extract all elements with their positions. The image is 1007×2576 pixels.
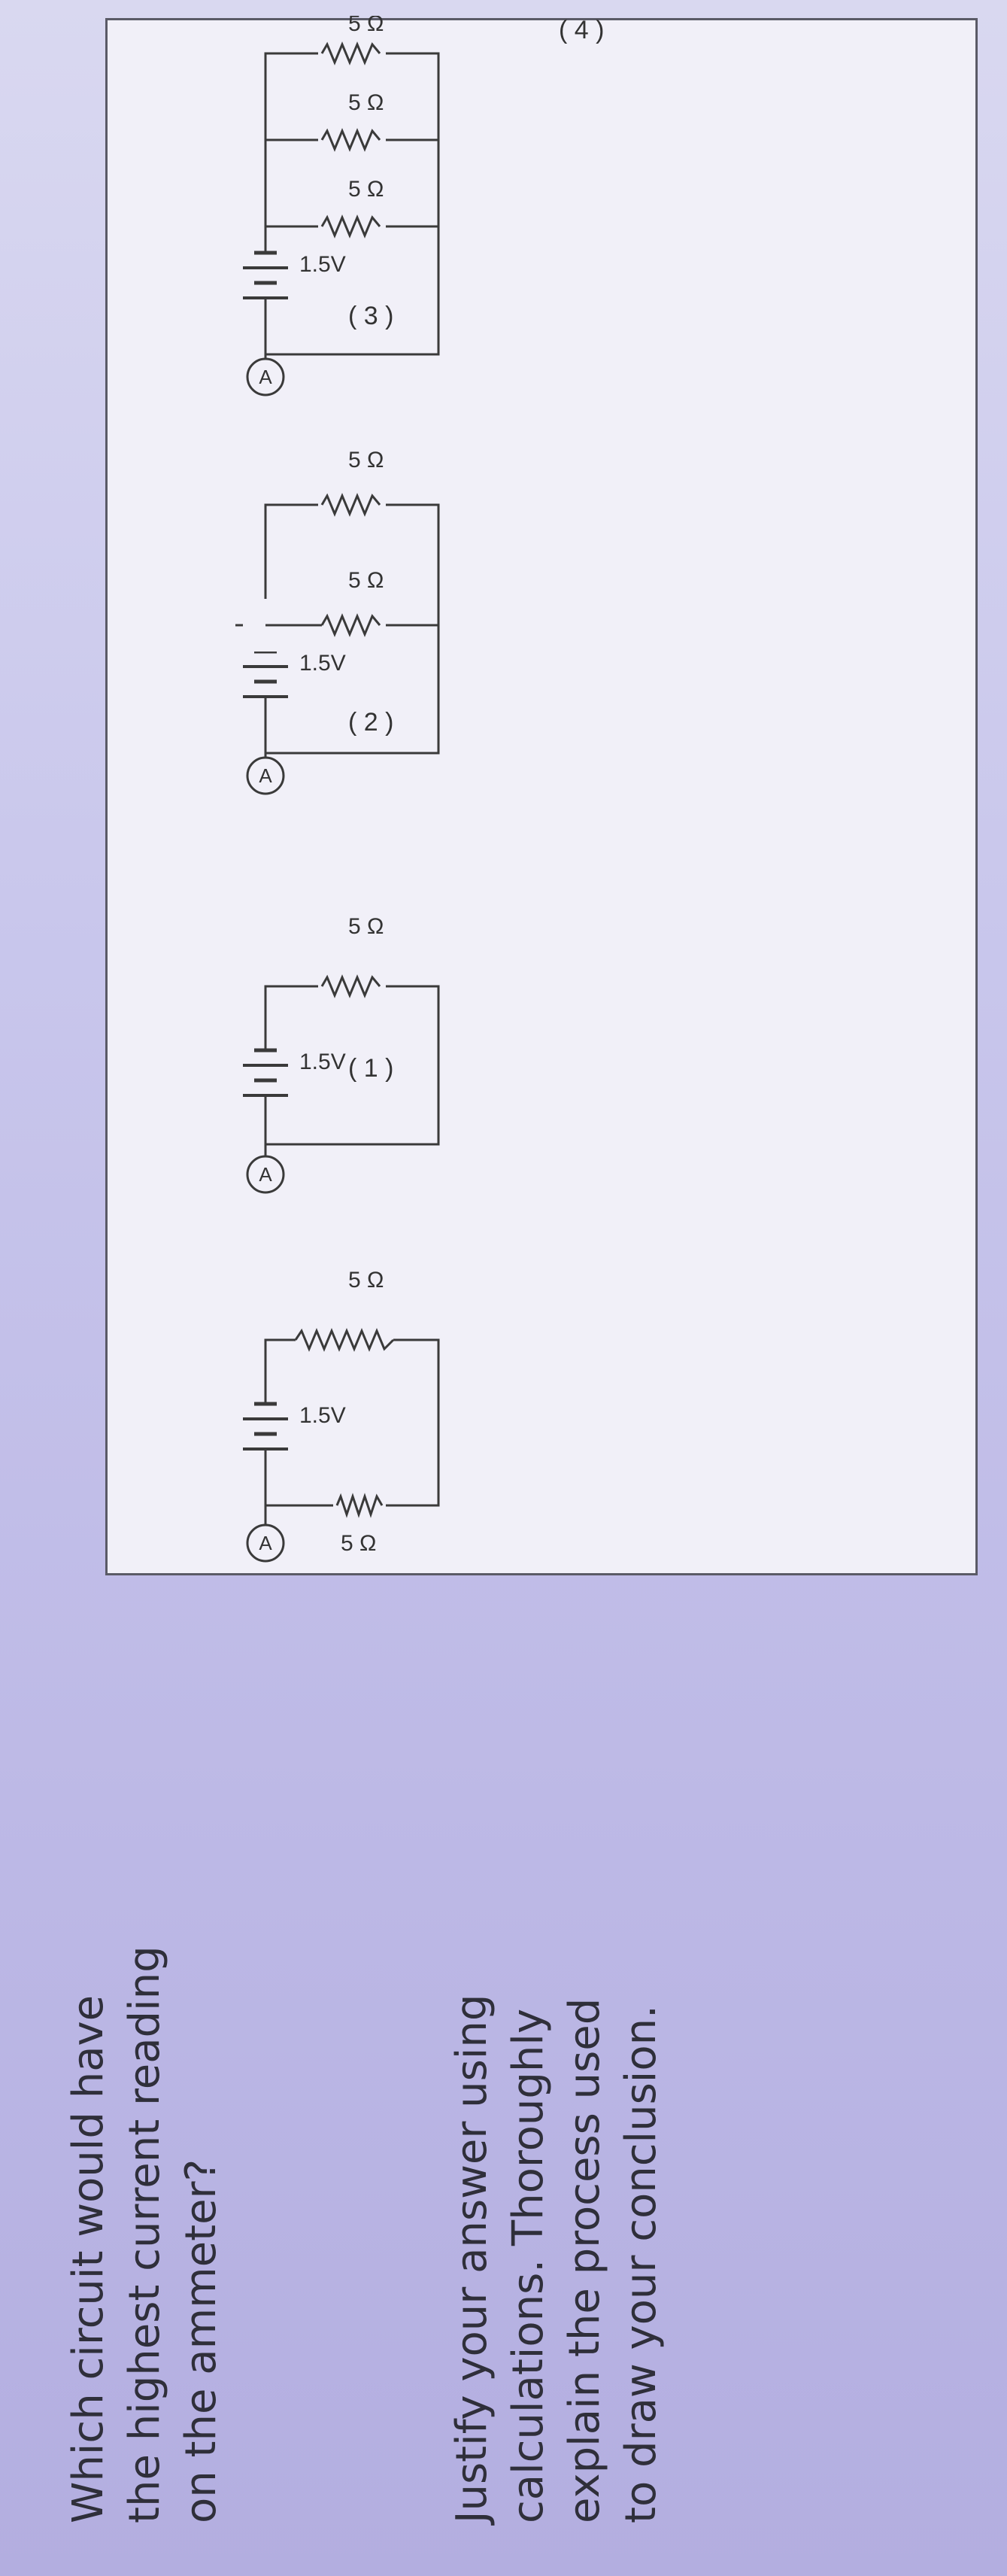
resistor-icon	[320, 493, 381, 517]
resistor-icon	[294, 1328, 395, 1352]
circuit-label: ( 2 )	[348, 708, 393, 737]
circuit-diagrams: A 1.5V 5 Ω 5 Ω ( 1 )	[235, 16, 604, 1563]
resistor-label: 5 Ω	[348, 568, 384, 593]
battery-icon	[243, 1043, 288, 1097]
resistor-icon	[320, 613, 381, 637]
instruction-line-1: Justify your answer using	[447, 1994, 496, 2523]
question-line-1: Which circuit would have	[64, 1994, 113, 2523]
resistor-label: 5 Ω	[348, 16, 384, 36]
battery-icon	[243, 1396, 288, 1451]
voltage-label: 1.5V	[299, 252, 346, 277]
resistor-label: 5 Ω	[348, 90, 384, 115]
resistor-icon	[320, 214, 381, 238]
voltage-label: 1.5V	[299, 651, 346, 676]
circuit-3-wire	[264, 503, 440, 755]
resistor-icon	[320, 128, 381, 152]
instruction-line-4: to draw your conclusion.	[617, 2005, 666, 2523]
circuit-4: A 1.5V 5 Ω 5 Ω 5 Ω ( 4 )	[243, 16, 604, 396]
circuit-1-wire	[264, 1338, 440, 1507]
ammeter-label: A	[259, 1532, 272, 1554]
voltage-label: 1.5V	[299, 1403, 346, 1428]
question-line-2: the highest current reading	[120, 1946, 169, 2523]
ammeter-label: A	[259, 1163, 272, 1186]
circuit-label: ( 1 )	[348, 1054, 393, 1083]
resistor-label: 5 Ω	[341, 1531, 376, 1556]
voltage-label: 1.5V	[299, 1050, 346, 1074]
circuit-2: A 1.5V 5 Ω ( 2 )	[243, 708, 440, 1194]
ammeter-label: A	[259, 366, 272, 388]
resistor-label: 5 Ω	[348, 177, 384, 202]
ammeter-icon: A	[246, 357, 285, 396]
circuit-diagrams-panel: A 1.5V 5 Ω 5 Ω ( 1 )	[105, 16, 978, 1575]
resistor-label: 5 Ω	[348, 448, 384, 472]
resistor-icon	[335, 1493, 384, 1518]
circuit-1: A 1.5V 5 Ω 5 Ω ( 1 )	[243, 1054, 440, 1563]
instruction-text: Justify your answer using calculations. …	[444, 1771, 669, 2523]
ammeter-label: A	[259, 764, 272, 787]
circuit-label: ( 3 )	[348, 302, 393, 330]
resistor-label: 5 Ω	[348, 1268, 384, 1293]
battery-icon	[243, 644, 288, 698]
instruction-line-3: explain the process used	[560, 1997, 609, 2523]
circuit-2-wire	[264, 985, 440, 1146]
question-text: Which circuit would have the highest cur…	[60, 1771, 229, 2523]
circuit-label: ( 4 )	[559, 16, 604, 44]
ammeter-icon: A	[246, 1155, 285, 1194]
circuit-3: A 1.5V 5 Ω 5 Ω ( 3 )	[235, 302, 440, 795]
question-line-3: on the ammeter?	[177, 2158, 226, 2523]
resistor-icon	[320, 41, 381, 65]
instruction-line-2: calculations. Thoroughly	[504, 2008, 553, 2523]
battery-icon	[243, 245, 288, 299]
circuit-4-wire	[264, 52, 440, 356]
ammeter-icon: A	[246, 1523, 285, 1563]
ammeter-icon: A	[246, 756, 285, 795]
resistor-label: 5 Ω	[348, 914, 384, 939]
resistor-icon	[320, 974, 381, 998]
